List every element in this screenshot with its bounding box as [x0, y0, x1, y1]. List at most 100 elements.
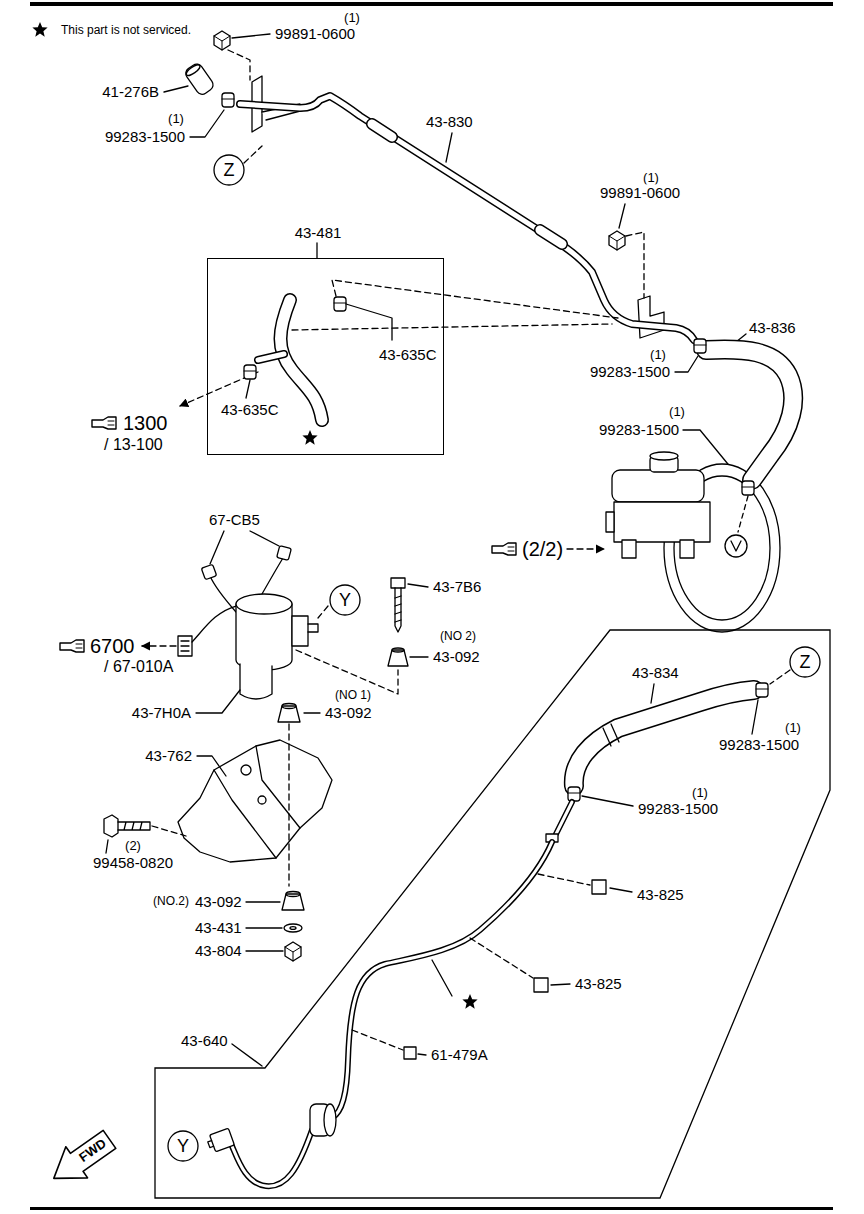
reference-arrow	[142, 645, 176, 646]
note-text: This part is not serviced.	[60, 24, 192, 38]
pump-bracket	[178, 740, 332, 862]
dashed-guide	[352, 670, 790, 1050]
dashed-guide	[318, 606, 328, 618]
part-number: 43-834	[631, 664, 680, 681]
group-outline-shape	[155, 630, 830, 1198]
part-number: 43-825	[574, 975, 623, 992]
leader-line	[246, 950, 283, 951]
quantity-note: (1)	[668, 405, 686, 420]
leader-line	[410, 656, 428, 657]
leader-line	[551, 984, 570, 985]
group-outline: 43-64043-834(1)99283-1500(1)99283-150043…	[155, 630, 830, 1198]
vacuum-line	[232, 1130, 312, 1186]
vacuum-pump	[240, 664, 272, 699]
clip	[404, 1047, 416, 1059]
washer	[284, 924, 302, 932]
bolt	[395, 588, 401, 632]
pump-bracket	[214, 746, 300, 858]
vacuum-line	[556, 802, 572, 834]
leader-line	[316, 243, 317, 258]
frame-bar	[30, 2, 833, 6]
quantity-note: (1)	[343, 11, 361, 26]
hose-kit	[244, 365, 256, 379]
leader-line	[651, 684, 654, 703]
part-number: 43-7B6	[432, 578, 482, 595]
vacuum-line	[332, 842, 552, 1118]
brake-booster	[606, 512, 614, 532]
vacuum-line	[206, 802, 572, 1186]
vacuum-line	[556, 802, 572, 834]
part-number: 43-092	[324, 704, 373, 721]
reference-arrow	[567, 548, 604, 549]
vacuum-pump	[262, 558, 283, 594]
dashed-guide	[738, 496, 748, 532]
hose-kit	[334, 297, 346, 311]
dashed-guide	[296, 650, 398, 694]
dashed-guide	[352, 1030, 403, 1050]
frame-bar	[30, 2, 833, 1210]
vacuum-pump	[292, 616, 308, 646]
leader-line	[250, 531, 279, 546]
nut	[285, 942, 301, 961]
vacuum-pipe	[240, 96, 694, 340]
washer	[290, 927, 296, 930]
clip	[201, 564, 216, 579]
part-number: 99283-1500	[718, 736, 800, 753]
leader-line	[408, 584, 428, 587]
nut	[609, 231, 625, 250]
part-number: 99283-1500	[637, 800, 719, 817]
part-number: 43-431	[194, 919, 243, 936]
dashed-guide	[538, 874, 590, 885]
callout-circle: Z	[789, 646, 821, 678]
reference-arrow	[60, 372, 604, 652]
part-number: 43-804	[194, 942, 243, 959]
quantity-note: (1)	[167, 112, 185, 127]
vacuum-hose	[706, 349, 793, 480]
forward-arrow	[43, 1124, 120, 1194]
group-outline-shape	[155, 630, 830, 1198]
reference-number: 6700	[89, 635, 136, 658]
vacuum-pump	[210, 576, 236, 612]
bolt	[118, 822, 150, 830]
brake-booster	[731, 541, 741, 551]
hose-clamp	[694, 339, 706, 353]
hose-clamp	[756, 683, 768, 697]
hose-clamp	[222, 93, 234, 107]
leader-line	[582, 796, 633, 806]
vacuum-line	[232, 1130, 312, 1186]
brake-booster	[622, 540, 636, 558]
bolt	[395, 596, 401, 622]
vacuum-pump	[192, 606, 236, 642]
callout-circle-outline	[214, 155, 244, 185]
part-number: 99891-0600	[274, 25, 356, 42]
part-number: 43-635C	[378, 346, 438, 363]
callout-circle: Y	[167, 1130, 199, 1162]
dashed-guide	[244, 146, 262, 163]
leader-line	[232, 34, 270, 38]
quantity-note: (2)	[124, 839, 142, 854]
brake-booster	[614, 502, 710, 542]
bolt	[104, 815, 118, 837]
leader-line	[418, 1054, 426, 1055]
group-heading: 43-640	[180, 1032, 229, 1049]
hose-clamp	[568, 787, 580, 801]
vacuum-line	[206, 1128, 235, 1153]
quantity-note: (1)	[642, 171, 660, 186]
part-number: 41-276B	[101, 83, 160, 100]
vacuum-hose	[706, 349, 793, 480]
hose-kit	[281, 300, 323, 420]
vacuum-hose	[706, 349, 793, 480]
quantity-note: (1)	[649, 348, 667, 363]
clip	[592, 880, 606, 894]
leader-line	[164, 86, 188, 92]
leader-line	[106, 840, 108, 853]
dashed-guide	[770, 670, 790, 684]
callout-circle-outline	[168, 1131, 198, 1161]
part-number: 99458-0820	[92, 854, 174, 871]
leader-line	[190, 110, 224, 137]
vacuum-pipe	[240, 96, 694, 340]
part-number: 43-092	[194, 893, 243, 910]
